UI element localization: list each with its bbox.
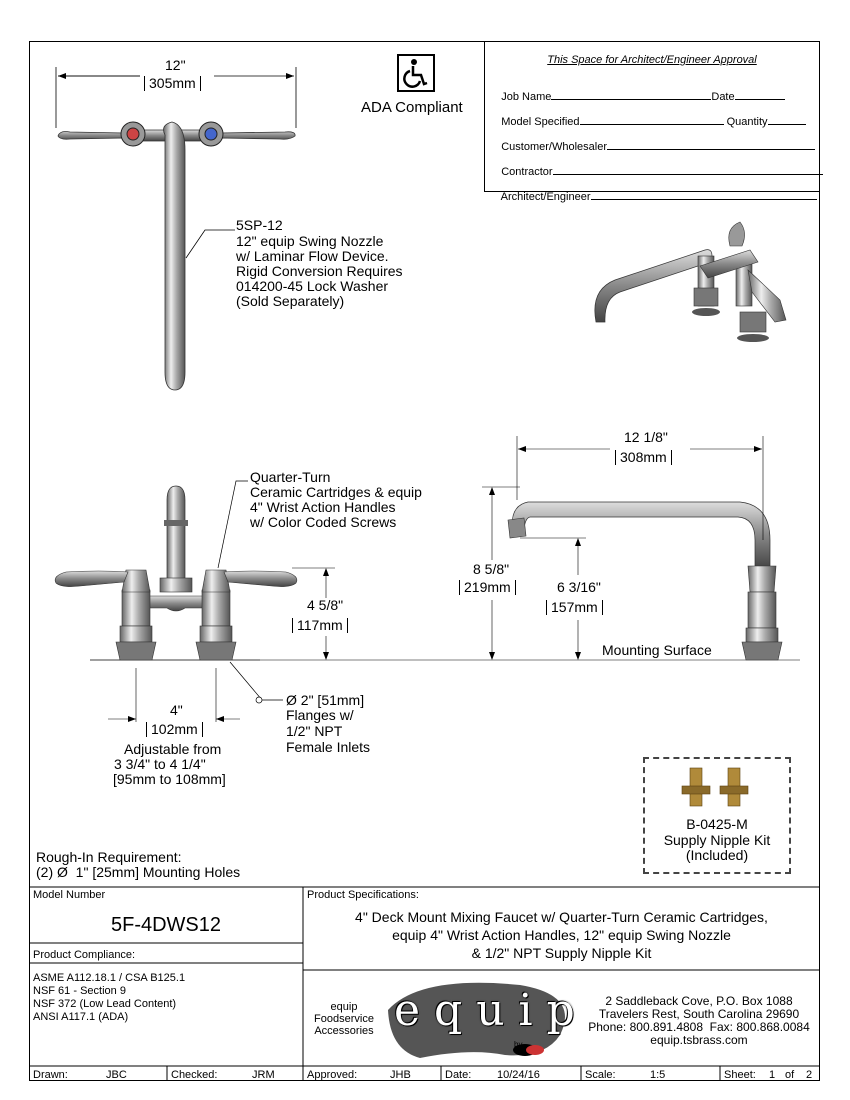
nozzle-note-3: w/ Laminar Flow Device.	[236, 248, 389, 264]
rough-in-detail: (2) Ø 1" [25mm] Mounting Holes	[36, 864, 241, 880]
nipple-kit-line-1: B-0425-M	[686, 816, 748, 832]
date-label: Date	[711, 91, 735, 103]
scale-label: Scale:	[585, 1069, 616, 1081]
scale-value: 1:5	[650, 1069, 666, 1081]
address-phone: Phone: 800.891.4808 Fax: 800.868.0084	[588, 1020, 810, 1034]
customer-row: Customer/Wholesaler	[489, 129, 815, 165]
nipple-kit-box	[643, 757, 791, 874]
iso-view-faucet	[594, 221, 787, 342]
drawn-value: JBC	[106, 1069, 127, 1081]
contractor-label: Contractor	[501, 166, 553, 178]
model-number: 5F-4DWS12	[110, 914, 222, 936]
cartridge-note-3: 4" Wrist Action Handles	[250, 499, 396, 515]
front-center-in: 4"	[170, 702, 183, 718]
address-2: Travelers Rest, South Carolina 29690	[598, 1007, 800, 1021]
top-dim-mm: 305mm	[144, 76, 201, 91]
sheet-total: 2	[806, 1069, 813, 1081]
nozzle-note-5: 014200-45 Lock Washer	[236, 278, 389, 294]
checked-value: JRM	[252, 1069, 275, 1081]
mounting-surface-label: Mounting Surface	[602, 642, 712, 658]
compliance-4: ANSI A117.1 (ADA)	[33, 1011, 129, 1023]
approved-value: JHB	[390, 1069, 411, 1081]
compliance-1: ASME A112.18.1 / CSA B125.1	[33, 972, 186, 984]
drawing-border	[29, 41, 820, 1081]
spec-line-3: & 1/2" NPT Supply Nipple Kit	[471, 945, 652, 961]
adjust-note-2: 3 3/4" to 4 1/4"	[114, 756, 206, 772]
drawn-label: Drawn:	[33, 1069, 68, 1081]
spec-line-1: 4" Deck Mount Mixing Faucet w/ Quarter-T…	[355, 909, 768, 925]
nozzle-note-4: Rigid Conversion Requires	[236, 263, 403, 279]
supply-nipple-icon	[681, 767, 749, 807]
side-reach-mm: 308mm	[615, 450, 672, 465]
front-height-mm: 117mm	[292, 618, 348, 633]
spec-label: Product Specifications:	[307, 889, 419, 901]
logo-by: by	[514, 1040, 523, 1049]
flange-note-1: Ø 2" [51mm]	[286, 692, 365, 708]
side-height-mm: 219mm	[459, 580, 516, 595]
date-value: 10/24/16	[497, 1069, 540, 1081]
compliance-3: NSF 372 (Low Lead Content)	[33, 998, 177, 1010]
nozzle-note-2: 12" equip Swing Nozzle	[236, 233, 384, 249]
architect-row: Architect/Engineer	[489, 179, 817, 215]
architect-label: Architect/Engineer	[500, 191, 591, 203]
ada-label: ADA Compliant	[361, 99, 463, 116]
approved-label: Approved:	[307, 1069, 358, 1081]
contractor-row: Contractor	[489, 154, 823, 190]
approval-header: This Space for Architect/Engineer Approv…	[547, 54, 757, 66]
rough-in-title: Rough-In Requirement:	[36, 849, 182, 865]
compliance-2: NSF 61 - Section 9	[33, 985, 126, 997]
sheet-label: Sheet:	[724, 1069, 756, 1081]
side-outlet-mm: 157mm	[546, 600, 603, 615]
compliance-label: Product Compliance:	[33, 949, 136, 961]
nipple-kit-line-3: (Included)	[685, 847, 749, 863]
top-view-faucet	[55, 67, 297, 391]
model-specified-row: Model Specified Quantity	[489, 104, 815, 140]
customer-label: Customer/Wholesaler	[501, 141, 607, 153]
adjust-note-1: Adjustable from	[124, 741, 222, 757]
flange-note-3: 1/2" NPT	[286, 723, 343, 739]
address-1: 2 Saddleback Cove, P.O. Box 1088	[605, 994, 793, 1008]
sheet-value: 1	[769, 1069, 776, 1081]
job-name-label: Job Name	[501, 91, 552, 103]
quantity-label: Quantity	[726, 116, 768, 128]
front-view-faucet	[54, 480, 340, 722]
nozzle-note-1: 5SP-12	[236, 217, 283, 233]
brand-small-1: equip	[330, 1001, 358, 1013]
flange-note-2: Flanges w/	[286, 707, 354, 723]
flange-note-4: Female Inlets	[286, 739, 371, 755]
side-reach-in: 12 1/8"	[624, 429, 668, 445]
adjust-note-3: [95mm to 108mm]	[113, 771, 226, 787]
front-height-in: 4 5/8"	[307, 597, 344, 613]
wheelchair-icon	[397, 54, 435, 92]
brand-small-2: Foodservice	[314, 1013, 374, 1025]
cartridge-note-4: w/ Color Coded Screws	[250, 514, 397, 530]
nozzle-note-6: (Sold Separately)	[236, 293, 345, 309]
model-specified-label: Model Specified	[501, 116, 580, 128]
brand-small-3: Accessories	[314, 1025, 374, 1037]
date-label: Date:	[445, 1069, 472, 1081]
address-web: equip.tsbrass.com	[650, 1033, 748, 1047]
cartridge-note-2: Ceramic Cartridges & equip	[250, 484, 422, 500]
side-outlet-in: 6 3/16"	[557, 579, 601, 595]
approval-box: This Space for Architect/Engineer Approv…	[484, 41, 823, 203]
checked-label: Checked:	[171, 1069, 218, 1081]
nipple-kit-line-2: Supply Nipple Kit	[663, 832, 771, 848]
logo-text: equip	[394, 985, 589, 1036]
spec-line-2: equip 4" Wrist Action Handles, 12" equip…	[392, 927, 731, 943]
model-number-label: Model Number	[33, 889, 106, 901]
top-dim-in: 12"	[165, 57, 186, 73]
title-block-lines	[29, 886, 820, 1081]
side-view-faucet	[340, 436, 800, 661]
front-center-mm: 102mm	[146, 722, 203, 737]
job-name-row: Job Name Date	[489, 79, 815, 115]
cartridge-note-1: Quarter-Turn	[250, 469, 331, 485]
equip-logo	[388, 982, 565, 1058]
side-height-in: 8 5/8"	[473, 561, 510, 577]
sheet-of: of	[785, 1069, 795, 1081]
